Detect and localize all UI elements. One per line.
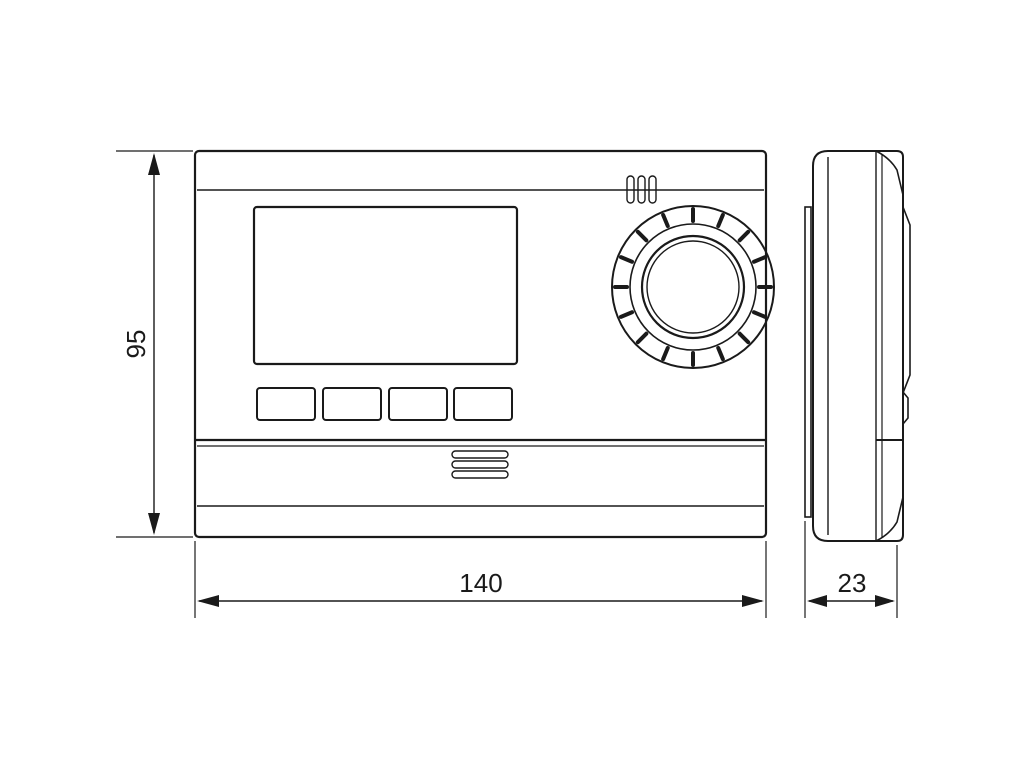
button-4[interactable] — [453, 387, 513, 421]
dial-tick — [618, 255, 635, 264]
button-1[interactable] — [256, 387, 316, 421]
dial-tick — [618, 310, 635, 319]
side-dial-profile — [902, 206, 911, 394]
dial-tick — [635, 229, 649, 243]
device-body-outline — [193, 149, 768, 539]
side-view — [804, 150, 911, 542]
front-view — [193, 149, 775, 539]
dial-tick — [737, 229, 751, 243]
dial-tick — [661, 212, 670, 229]
dial-ticks — [613, 207, 773, 367]
rotary-dial[interactable] — [611, 205, 775, 369]
dial-tick — [737, 331, 751, 345]
width-label: 140 — [459, 568, 502, 598]
side-front-bevel-bottom — [875, 496, 904, 542]
height-dimension: 95 — [116, 150, 193, 538]
dial-tick — [661, 345, 670, 362]
side-button — [902, 391, 909, 425]
dial-tick — [751, 255, 768, 264]
dial-tick — [716, 345, 725, 362]
depth-label: 23 — [838, 568, 867, 598]
top-vent — [626, 175, 657, 204]
dial-tick — [635, 331, 649, 345]
depth-dimension: 23 — [804, 521, 898, 618]
height-label: 95 — [121, 330, 151, 359]
button-2[interactable] — [322, 387, 382, 421]
side-body-outline — [812, 150, 904, 542]
button-row — [256, 387, 513, 421]
side-front-bevel — [875, 150, 904, 196]
width-dimension: 140 — [194, 541, 767, 618]
dial-tick — [716, 212, 725, 229]
display-window — [252, 205, 519, 366]
bottom-vent — [451, 450, 509, 479]
dial-tick — [751, 310, 768, 319]
button-3[interactable] — [388, 387, 448, 421]
wall-plate — [804, 206, 812, 518]
